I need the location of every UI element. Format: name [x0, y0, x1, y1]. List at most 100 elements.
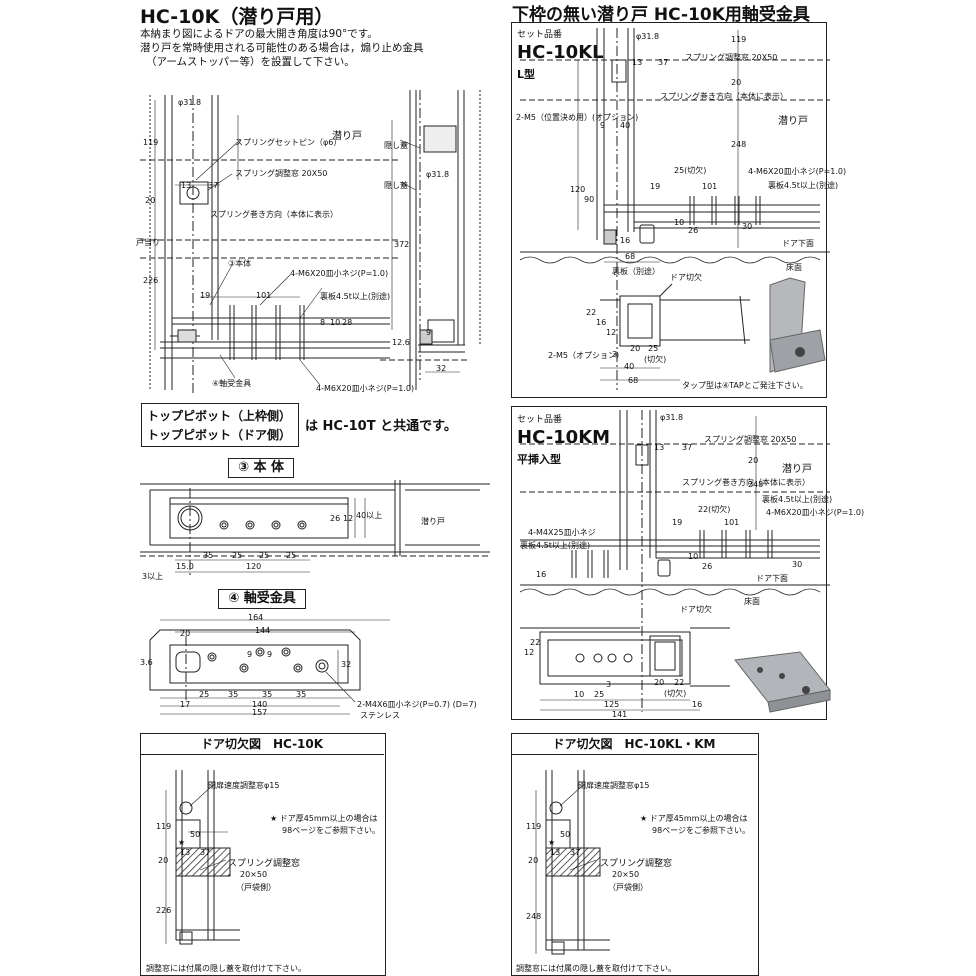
dim-12-6: 12.6: [392, 338, 410, 347]
cut-right-dim-119: 119: [526, 822, 542, 831]
part4-stainless-label: ステンレス: [360, 711, 400, 720]
km-dim-101: 101: [724, 518, 740, 527]
kl-d318: φ31.8: [636, 32, 660, 41]
cut-left-star: ★: [178, 838, 186, 847]
km-dim-26: 26: [702, 562, 713, 571]
km-dim-141: 141: [612, 710, 628, 719]
dim-37: 37: [208, 181, 219, 190]
kl-dim-26: 26: [688, 226, 699, 235]
part3-kugurido: 潜り戸: [421, 517, 445, 526]
kl-dim-16b: 16: [596, 318, 607, 327]
kl-model: HC-10KL: [517, 42, 604, 63]
cut-right-title: ドア切欠図 HC-10KL・KM: [552, 737, 716, 751]
kl-tap-note: タップ型は④TAPとご発注下さい。: [682, 381, 808, 390]
kl-dim-16: 16: [620, 236, 631, 245]
km-dim-20: 20: [748, 456, 759, 465]
part4-screw-label: 2-M4X6皿小ネジ(P=0.7) (D=7): [357, 700, 477, 709]
km-kugurido: 潜り戸: [782, 464, 812, 475]
kl-set-no: セット品番: [517, 30, 563, 40]
kl-bolt: 4-M6X20皿小ネジ(P=1.0): [748, 167, 847, 176]
dim-101: 101: [256, 291, 272, 300]
intro-text-3: （アームストッパー等）を設置して下さい。: [146, 56, 355, 68]
cut-left-title: ドア切欠図 HC-10K: [200, 737, 324, 751]
kl-dim-90: 90: [584, 195, 595, 204]
part4-dim-3-6: 3.6: [140, 658, 153, 667]
kl-dim-22: 22: [586, 308, 597, 317]
kl-dim-9: 9: [600, 121, 606, 130]
kl-dim-19: 19: [650, 182, 661, 191]
km-type: 平挿入型: [517, 453, 561, 466]
cut-left-note2: 98ページをご参照下さい。: [282, 826, 381, 835]
km-dim-16: 16: [536, 570, 547, 579]
cut-left-size: 20×50: [240, 870, 268, 879]
dim-13: 13: [181, 181, 192, 190]
km-dim-12: 12: [524, 648, 535, 657]
cut-left-valve: 閉扉速度調整窓φ15: [208, 781, 280, 790]
d318-label-a: φ31.8: [178, 98, 202, 107]
part4-dim-32: 32: [341, 660, 352, 669]
cut-left-spring: スプリング調整窓: [228, 859, 301, 869]
main-kugurido-label: 潜り戸: [332, 131, 362, 142]
dim-8: 8: [320, 318, 326, 327]
jikuuke-label: ④軸受金具: [212, 379, 252, 388]
part3-dim-25c: 25: [286, 551, 297, 560]
kl-dim-68: 68: [625, 252, 636, 261]
kl-backplate: 裏板4.5t以上(別途): [768, 181, 839, 190]
km-cut: (切欠): [664, 689, 687, 698]
cut-right-dim-37: 37: [570, 848, 581, 857]
part3-dim-120: 120: [246, 562, 262, 571]
part4-dim-35a: 35: [228, 690, 239, 699]
top-pivot-line2: トップピボット（ドア側）: [147, 428, 292, 442]
stopper-label: 戸当り: [136, 238, 160, 247]
km-dim-19: 19: [672, 518, 683, 527]
part4-dim-144: 144: [255, 626, 271, 635]
kl-backplate2: 裏板（別途）: [612, 267, 660, 276]
part4-dim-164: 164: [248, 613, 264, 622]
part4-dim-157: 157: [252, 708, 268, 717]
km-dim-10: 10: [688, 552, 699, 561]
cut-right-note1: ★ ドア厚45mm以上の場合は: [640, 814, 748, 823]
right-title: 下枠の無い潜り戸 HC-10K用軸受金具: [512, 5, 810, 25]
dim-32: 32: [436, 364, 447, 373]
cut-right-dim-13: 13: [550, 848, 561, 857]
cut-left-dim-13: 13: [180, 848, 191, 857]
km-dim-13: 13: [654, 443, 665, 452]
kl-type: L型: [517, 68, 536, 81]
km-bolt2: 4-M4X25皿小ネジ: [528, 528, 596, 537]
cut-right-dim-50: 50: [560, 830, 571, 839]
km-dim-125: 125: [604, 700, 620, 709]
cut-right-spring: スプリング調整窓: [600, 859, 673, 869]
km-door-notch: ドア切欠: [680, 605, 712, 614]
km-dim-30: 30: [792, 560, 803, 569]
km-door-bottom: ドア下面: [756, 574, 788, 583]
cut-right-footer: 調整窓には付属の隠し蓋を取付けて下さい。: [516, 964, 676, 973]
kl-cut: (切欠): [644, 355, 667, 364]
part3-dim-15: 15.0: [176, 562, 194, 571]
kl-dim-25: 25(切欠): [674, 166, 707, 175]
km-dim-10b: 10: [574, 690, 585, 699]
part4-dim-17: 17: [180, 700, 191, 709]
part3-dim-26: 26: [330, 514, 341, 523]
cut-right-star: ★: [548, 838, 556, 847]
dim-226: 226: [143, 276, 159, 285]
km-dim-22b: 22: [530, 638, 541, 647]
kl-kugurido: 潜り戸: [778, 116, 808, 127]
km-dim-37: 37: [682, 443, 693, 452]
kl-dim-13: 13: [632, 58, 643, 67]
km-dim-248: 248: [748, 480, 764, 489]
kl-dim-68b: 68: [628, 376, 639, 385]
part3-dim-40: 40以上: [356, 511, 383, 520]
cut-left-dim-119: 119: [156, 822, 172, 831]
top-pivot-common: は HC-10T と共通です。: [305, 419, 457, 434]
kl-dim-25b: 25: [648, 344, 659, 353]
km-spring-window: スプリング調整窓 20X50: [704, 435, 797, 444]
km-dim-3: 3: [606, 680, 612, 689]
kl-dim-20b: 20: [630, 344, 641, 353]
km-bolt: 4-M6X20皿小ネジ(P=1.0): [766, 508, 865, 517]
backplate-label: 裏板4.5t以上(別途): [320, 292, 391, 301]
kl-dim-10: 10: [674, 218, 685, 227]
